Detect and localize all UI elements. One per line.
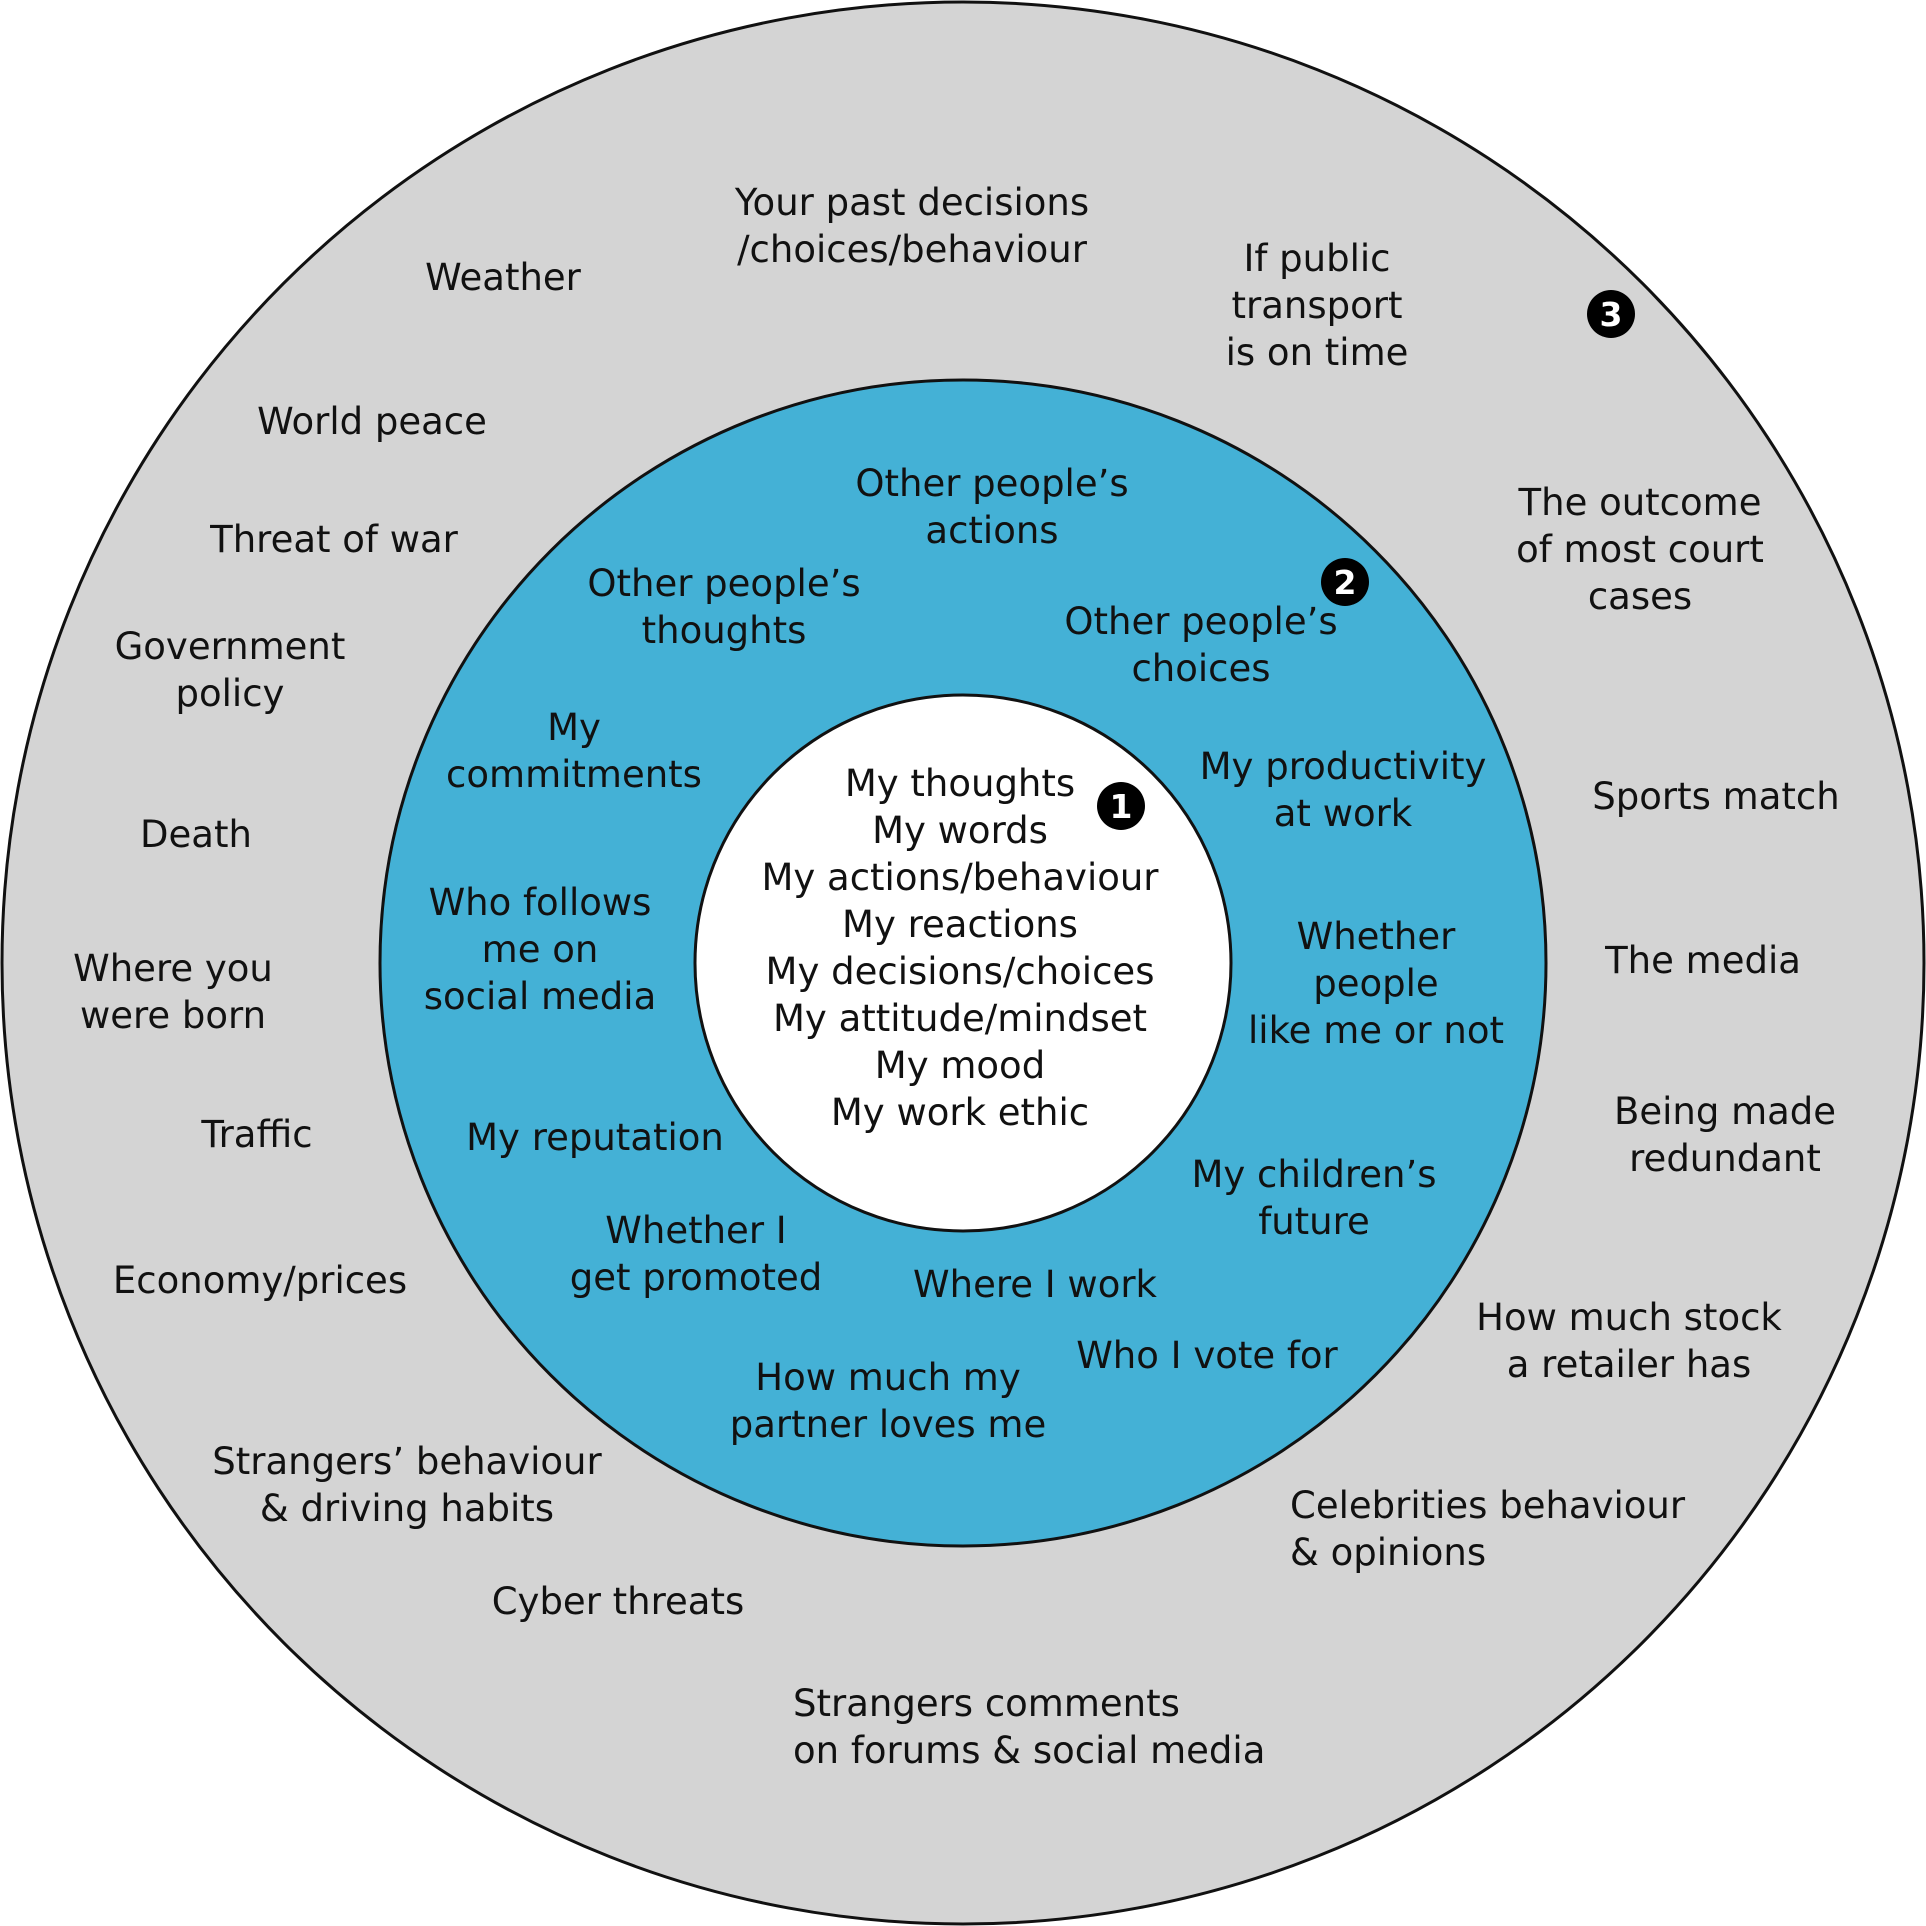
middle-item-where-i-work: Where I work [913,1263,1158,1306]
marker-3: 3 [1587,290,1635,338]
outer-item-world-peace: World peace [257,400,487,443]
outer-item-strangers-behaviour-driving-habits: Strangers’ behaviour& driving habits [212,1440,602,1530]
middle-item-who-i-vote-for: Who I vote for [1076,1334,1338,1377]
outer-item-the-media: The media [1604,939,1801,982]
svg-text:1: 1 [1110,787,1133,826]
outer-item-your-past-decisions-choices-behaviour: Your past decisions/choices/behaviour [734,181,1089,271]
svg-text:2: 2 [1334,563,1357,602]
outer-item-celebrities-behaviour-opinions: Celebrities behaviour& opinions [1290,1484,1686,1574]
middle-item-my-reputation: My reputation [466,1116,724,1159]
outer-item-sports-match: Sports match [1592,775,1839,818]
outer-item-threat-of-war: Threat of war [209,518,459,561]
outer-item-economy-prices: Economy/prices [113,1259,407,1302]
outer-item-cyber-threats: Cyber threats [492,1580,745,1623]
outer-item-weather: Weather [425,256,582,299]
marker-1: 1 [1097,782,1145,830]
marker-2: 2 [1321,558,1369,606]
outer-item-traffic: Traffic [200,1113,312,1156]
svg-text:3: 3 [1600,295,1623,334]
inner-circle [693,693,1233,1233]
outer-item-death: Death [140,813,252,856]
